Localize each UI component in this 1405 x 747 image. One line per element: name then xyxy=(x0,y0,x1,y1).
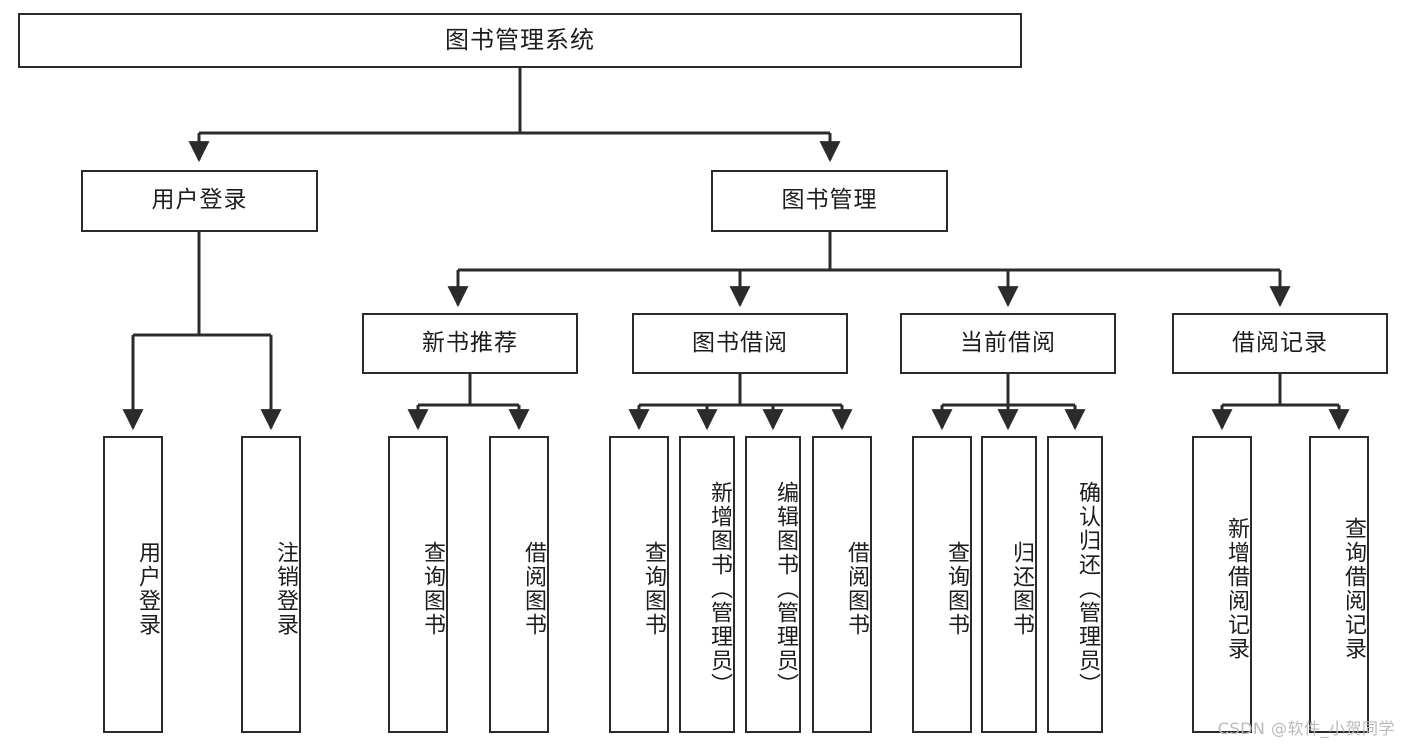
node-label: 用户登录 xyxy=(151,187,248,214)
node-label: 查询图书 xyxy=(641,540,666,637)
leaf-user-login[interactable]: 用户登录 xyxy=(103,436,163,733)
node-label: 查询图书 xyxy=(944,540,969,637)
leaf-borrow-query-book[interactable]: 查询图书 xyxy=(609,436,669,733)
node-label: 图书管理系统 xyxy=(445,26,595,55)
leaf-new-book-query[interactable]: 查询图书 xyxy=(388,436,448,733)
leaf-current-return-book[interactable]: 归还图书 xyxy=(981,436,1037,733)
node-label: 新书推荐 xyxy=(422,329,518,356)
leaf-user-logout[interactable]: 注销登录 xyxy=(241,436,301,733)
watermark-text: CSDN @软件_小贺同学 xyxy=(1217,719,1395,738)
node-label: 借阅记录 xyxy=(1232,329,1328,356)
node-label: 新增借阅记录 xyxy=(1224,516,1249,661)
node-label: 当前借阅 xyxy=(960,329,1056,356)
leaf-record-add[interactable]: 新增借阅记录 xyxy=(1192,436,1252,733)
node-label: 注销登录 xyxy=(273,540,298,637)
node-borrow-records[interactable]: 借阅记录 xyxy=(1172,313,1388,374)
node-new-book-recommend[interactable]: 新书推荐 xyxy=(362,313,578,374)
node-label: 查询图书 xyxy=(420,540,445,637)
node-book-management[interactable]: 图书管理 xyxy=(711,170,948,232)
leaf-borrow-borrow-book[interactable]: 借阅图书 xyxy=(812,436,872,733)
leaf-record-query[interactable]: 查询借阅记录 xyxy=(1309,436,1369,733)
node-current-borrow[interactable]: 当前借阅 xyxy=(900,313,1116,374)
leaf-current-confirm-return-admin[interactable]: 确认归还（管理员） xyxy=(1047,436,1103,733)
node-label: 确认归还（管理员） xyxy=(1075,480,1100,697)
node-book-borrow[interactable]: 图书借阅 xyxy=(632,313,848,374)
node-label: 借阅图书 xyxy=(521,540,546,637)
leaf-current-query-book[interactable]: 查询图书 xyxy=(912,436,972,733)
leaf-borrow-edit-book-admin[interactable]: 编辑图书（管理员） xyxy=(745,436,801,733)
node-label: 查询借阅记录 xyxy=(1341,516,1366,661)
leaf-borrow-add-book-admin[interactable]: 新增图书（管理员） xyxy=(679,436,735,733)
node-root-system[interactable]: 图书管理系统 xyxy=(18,13,1022,68)
leaf-new-book-borrow[interactable]: 借阅图书 xyxy=(489,436,549,733)
node-user-login[interactable]: 用户登录 xyxy=(81,170,318,232)
node-label: 图书管理 xyxy=(781,187,878,214)
node-label: 用户登录 xyxy=(135,540,160,637)
node-label: 图书借阅 xyxy=(692,329,788,356)
node-label: 归还图书 xyxy=(1009,540,1034,637)
node-label: 新增图书（管理员） xyxy=(707,480,732,697)
node-label: 编辑图书（管理员） xyxy=(773,480,798,697)
node-label: 借阅图书 xyxy=(844,540,869,637)
